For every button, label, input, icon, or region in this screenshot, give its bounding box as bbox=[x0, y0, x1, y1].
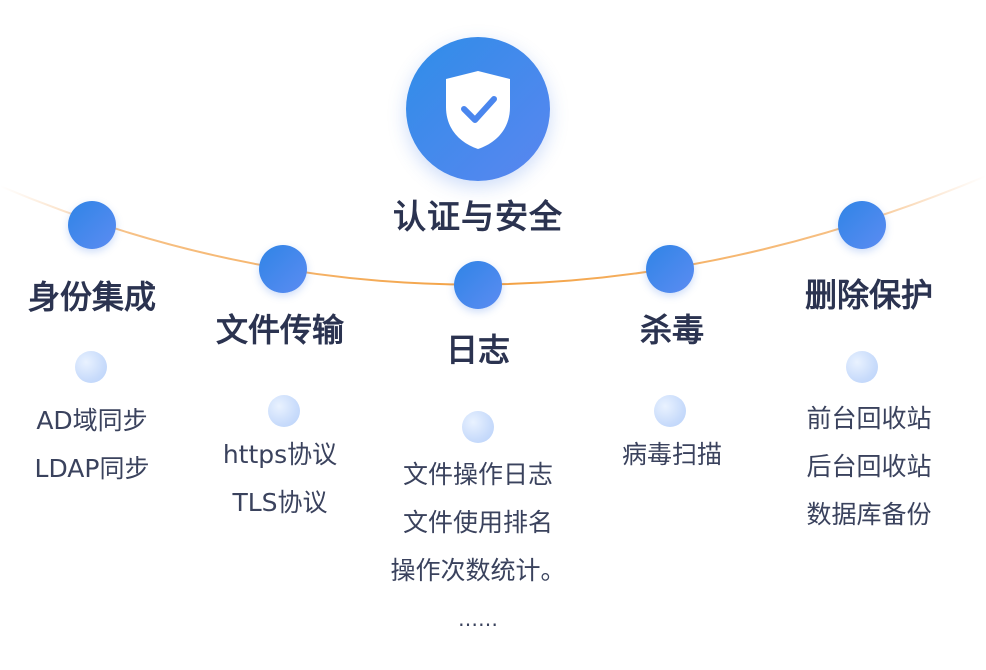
shield-check-icon bbox=[446, 71, 510, 149]
node-delete-protect bbox=[838, 201, 886, 249]
dot-delete-protect bbox=[846, 351, 878, 383]
feature-items-delete-protect: 前台回收站 后台回收站 数据库备份 bbox=[776, 395, 962, 539]
list-item: https协议 bbox=[222, 440, 338, 469]
list-item: 操作次数统计。 bbox=[390, 556, 566, 585]
feature-title-delete-protect: 删除保护 bbox=[804, 276, 933, 314]
feature-title-log: 日志 bbox=[445, 331, 510, 369]
center-shield-badge bbox=[406, 37, 550, 181]
feature-items-identity: AD域同步 LDAP同步 bbox=[2, 397, 182, 493]
dot-log bbox=[462, 411, 494, 443]
center-title: 认证与安全 bbox=[393, 197, 563, 236]
list-item: LDAP同步 bbox=[34, 454, 150, 483]
node-antivirus bbox=[646, 245, 694, 293]
list-item: 文件操作日志 bbox=[402, 460, 553, 489]
dot-antivirus bbox=[654, 395, 686, 427]
feature-title-identity: 身份集成 bbox=[27, 278, 156, 316]
list-item: 后台回收站 bbox=[806, 452, 932, 481]
feature-title-transfer: 文件传输 bbox=[215, 311, 344, 349]
list-item: TLS协议 bbox=[232, 488, 328, 517]
feature-items-transfer: https协议 TLS协议 bbox=[190, 431, 370, 527]
dot-identity bbox=[75, 351, 107, 383]
node-log bbox=[454, 261, 502, 309]
node-identity bbox=[68, 201, 116, 249]
feature-items-antivirus: 病毒扫描 bbox=[582, 431, 762, 479]
node-transfer bbox=[259, 245, 307, 293]
list-item: …… bbox=[458, 607, 498, 631]
list-item: AD域同步 bbox=[36, 406, 148, 435]
feature-items-log: 文件操作日志 文件使用排名 操作次数统计。 …… bbox=[368, 451, 588, 643]
list-item: 病毒扫描 bbox=[621, 440, 722, 469]
list-item: 文件使用排名 bbox=[402, 508, 553, 537]
dot-transfer bbox=[268, 395, 300, 427]
list-item: 数据库备份 bbox=[806, 500, 932, 529]
feature-title-antivirus: 杀毒 bbox=[639, 311, 704, 349]
list-item: 前台回收站 bbox=[806, 404, 932, 433]
